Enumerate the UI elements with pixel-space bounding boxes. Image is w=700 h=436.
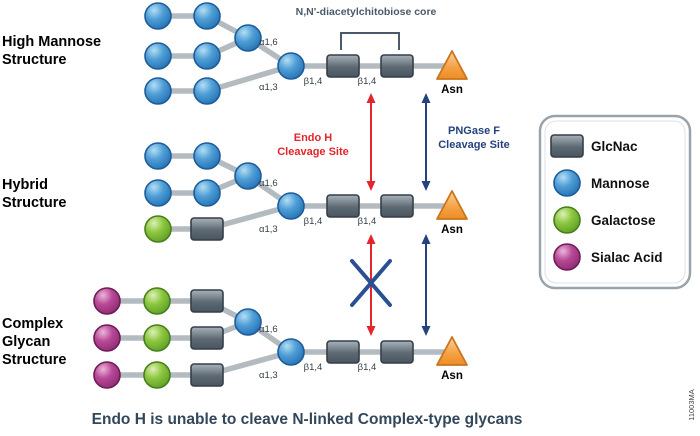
complex-glycan-structure [93,287,468,389]
mannose-icon [234,162,262,190]
blocked-cross-icon [350,259,392,307]
glcnac-icon [190,217,224,241]
asn-triangle-icon [436,50,468,80]
mannose-icon [234,24,262,52]
mannose-icon [193,2,221,30]
glcnac-icon [380,340,414,364]
asn-label: Asn [441,224,463,236]
mannose-icon [277,52,305,80]
legend-label: Mannose [591,176,650,191]
linkage-label: β1,4 [304,362,323,373]
asn-label: Asn [441,370,463,382]
sialic-acid-icon [93,287,121,315]
glcnac-icon [380,54,414,78]
linkage-label: α1,3 [259,224,278,235]
legend-label: Galactose [591,213,656,228]
mannose-icon [144,179,172,207]
endo-h-label: Endo H [294,132,333,144]
structure-title: Structure [2,52,66,68]
structure-title: Glycan [2,334,50,350]
galactose-icon [143,361,171,389]
asn-label: Asn [441,84,463,96]
asn-triangle-icon [436,336,468,366]
legend-box-inner-border [544,120,686,284]
sialic-acid-icon [553,243,581,271]
linkage-label: β1,4 [304,216,323,227]
endo-h-label: Cleavage Site [277,146,349,158]
linkage-label: α1,6 [259,37,278,48]
glcnac-icon [326,340,360,364]
structure-title: High Mannose [2,34,101,50]
linkage-label: β1,4 [358,362,377,373]
linkage-label: α1,6 [259,324,278,335]
glcnac-icon [550,134,584,158]
sialic-acid-icon [93,361,121,389]
glcnac-icon [190,326,224,350]
mannose-icon [234,308,262,336]
pngase-f-arrow [421,234,431,336]
pngase-f-arrow [421,93,431,191]
mannose-icon [193,179,221,207]
galactose-icon [144,215,172,243]
chitobiose-core-label: N,N'-diacetylchitobiose core [296,6,437,18]
high-mannose-structure [144,2,468,105]
glcnac-icon [190,363,224,387]
linkage-label: α1,3 [259,82,278,93]
legend-label: GlcNac [591,139,638,154]
linkage-label: β1,4 [358,216,377,227]
mannose-icon [193,77,221,105]
linkage-label: α1,6 [259,178,278,189]
mannose-icon [553,169,581,197]
structure-title: Structure [2,195,66,211]
mannose-icon [193,142,221,170]
glcnac-icon [380,194,414,218]
galactose-icon [553,206,581,234]
galactose-icon [143,287,171,315]
pngase-f-label: PNGase F [448,125,500,137]
mannose-icon [144,2,172,30]
hybrid-structure [144,142,468,243]
structure-title: Structure [2,352,66,368]
legend-label: Sialac Acid [591,250,663,265]
mannose-icon [277,338,305,366]
mannose-icon [144,142,172,170]
glcnac-icon [190,289,224,313]
asn-triangle-icon [436,190,468,220]
mannose-icon [144,42,172,70]
mannose-icon [193,42,221,70]
structure-title: Complex [2,316,63,332]
legend: GlcNac Mannose Galactose Sialac Acid [538,114,692,290]
linkage-label: β1,4 [358,76,377,87]
mannose-icon [144,77,172,105]
endo-h-arrow [366,93,376,191]
bond [204,63,294,94]
glcnac-icon [326,194,360,218]
sialic-acid-icon [93,324,121,352]
chitobiose-bracket [340,32,400,50]
mannose-icon [277,192,305,220]
part-number-watermark: 11003MA [687,389,696,421]
glcnac-icon [326,54,360,78]
structure-title: Hybrid [2,177,48,193]
linkage-label: β1,4 [304,76,323,87]
figure-caption: Endo H is unable to cleave N-linked Comp… [92,411,523,428]
legend-box [538,114,692,290]
linkage-label: α1,3 [259,370,278,381]
pngase-f-label: Cleavage Site [438,139,510,151]
galactose-icon [143,324,171,352]
